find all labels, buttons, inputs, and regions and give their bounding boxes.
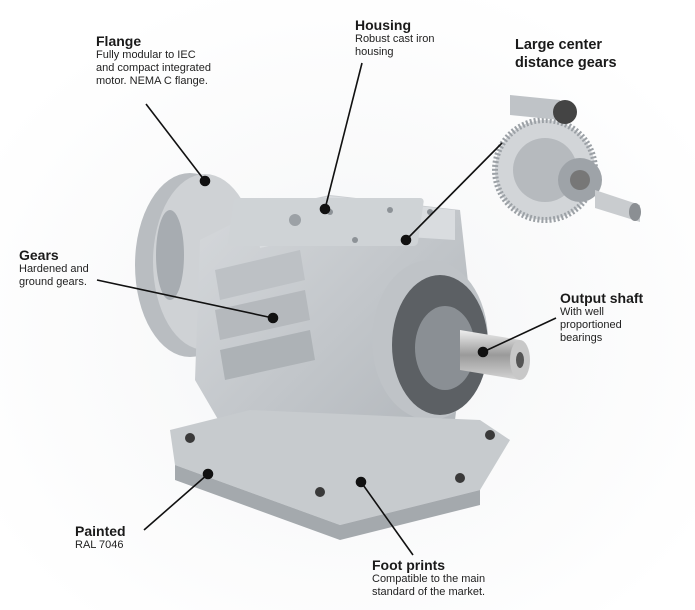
gears-leader xyxy=(96,279,274,319)
output-leader xyxy=(482,317,557,353)
flange-title: Flange xyxy=(96,33,142,49)
output-title: Output shaft xyxy=(560,290,644,306)
output-callout: Output shaft With well proportioned bear… xyxy=(560,290,680,345)
flange-callout: Flange Fully modular to IEC and compact … xyxy=(96,33,226,88)
foot-title: Foot prints xyxy=(372,557,446,573)
housing-title: Housing xyxy=(355,17,411,33)
foot-desc: Compatible to the main standard of the m… xyxy=(372,573,486,598)
foot-leader xyxy=(360,481,414,556)
housing-desc: Robust cast iron housing xyxy=(355,33,435,58)
output-side xyxy=(372,260,530,420)
large-gears-callout: Large center distance gears xyxy=(515,36,635,72)
housing-callout: Housing Robust cast iron housing xyxy=(355,17,465,59)
foot-callout: Foot prints Compatible to the main stand… xyxy=(372,557,522,599)
gears-callout: Gears Hardened and ground gears. xyxy=(19,247,129,289)
output-dot xyxy=(477,346,489,358)
leader-lines xyxy=(96,62,557,556)
flange-leader xyxy=(145,103,206,182)
output-desc: With well proportioned bearings xyxy=(560,306,622,344)
foot-dot xyxy=(355,476,367,488)
foot-base xyxy=(170,410,510,540)
flange-desc: Fully modular to IEC and compact integra… xyxy=(96,49,211,87)
painted-callout: Painted RAL 7046 xyxy=(75,523,155,552)
painted-title: Painted xyxy=(75,523,126,539)
painted-leader xyxy=(143,473,209,531)
large-gears-dot xyxy=(400,234,412,246)
housing-leader xyxy=(324,62,363,210)
flange-dot xyxy=(199,175,211,187)
gear-set-illustration xyxy=(492,95,641,223)
large-gears-title: Large center distance gears xyxy=(515,37,617,71)
gears-title: Gears xyxy=(19,247,59,263)
housing-dot xyxy=(319,203,331,215)
painted-dot xyxy=(202,468,214,480)
gears-dot xyxy=(267,312,279,324)
painted-desc: RAL 7046 xyxy=(75,539,124,551)
gears-desc: Hardened and ground gears. xyxy=(19,263,89,288)
large-gears-leader xyxy=(405,142,503,241)
